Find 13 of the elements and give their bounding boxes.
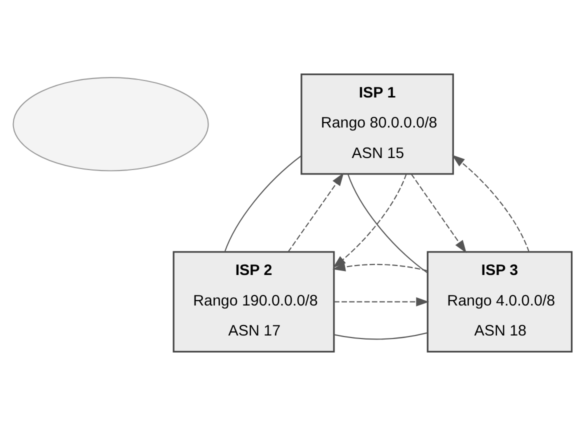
node-box: ISP 3 Rango 4.0.0.0/8 ASN 18 — [426, 250, 573, 352]
node-cloud — [12, 76, 209, 171]
arrow — [334, 296, 430, 306]
arrow — [288, 172, 344, 252]
connector — [224, 154, 302, 252]
connector — [334, 332, 428, 340]
arrow — [410, 173, 466, 253]
arrow — [332, 173, 407, 268]
arrow — [332, 262, 428, 271]
arrow — [452, 154, 530, 252]
node-box: ISP 2 Rango 190.0.0.0/8 ASN 17 — [172, 250, 335, 352]
node-box: ISP 1 Rango 80.0.0.0/8 ASN 15 — [300, 73, 454, 174]
connector — [347, 173, 428, 273]
